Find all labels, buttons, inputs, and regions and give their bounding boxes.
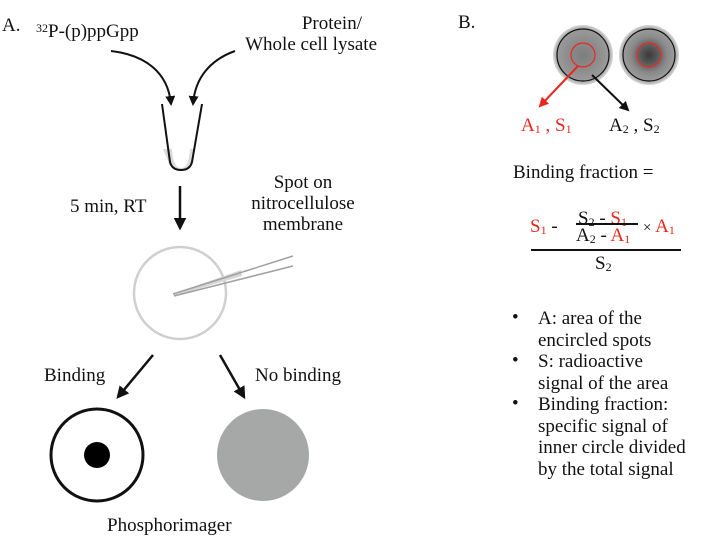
inner-area-label: A1 , S1: [521, 115, 572, 136]
ligand-name: P-(p)ppGpp: [48, 21, 139, 42]
binding-arrow: [116, 354, 154, 399]
inner-area-arrow: [538, 65, 579, 108]
formula-denominator: S2: [595, 253, 612, 274]
note-binding-fraction: • Binding fraction: specific signal of i…: [512, 393, 686, 480]
definitions-list: • A: area of the encircled spots • S: ra…: [510, 307, 686, 480]
bullet-icon: •: [512, 393, 519, 414]
note-signal: • S: radioactive signal of the area: [512, 350, 669, 394]
spot-image-2: [619, 25, 679, 85]
protein-arrow: [188, 50, 236, 106]
formula-inner-denominator: A2 - A1: [576, 225, 631, 246]
incubation-label: 5 min, RT: [70, 196, 147, 217]
spot-image-1: [553, 25, 613, 85]
no-binding-label: No binding: [255, 365, 342, 386]
spot-step-label: Spot on nitrocellulose membrane: [238, 172, 368, 235]
spot-step-line1: Spot on: [273, 172, 333, 193]
bullet-icon: •: [512, 350, 519, 371]
formula-inner-fraction-bar: [576, 223, 638, 225]
pipette-tip-icon: [172, 255, 294, 297]
panel-b-label: B.: [458, 12, 476, 33]
bullet-icon: •: [512, 307, 519, 328]
no-binding-spot: [217, 409, 309, 501]
formula-title: Binding fraction =: [513, 162, 654, 183]
formula-times-a1: × A1: [643, 216, 675, 237]
ligand-arrow: [110, 50, 176, 106]
no-binding-arrow: [218, 354, 246, 400]
spot-step-line3: membrane: [262, 214, 344, 235]
binding-spot-inner: [84, 442, 110, 468]
membrane-circle: [132, 245, 228, 341]
binding-label: Binding: [44, 365, 106, 386]
isotope-superscript: 32: [36, 21, 48, 35]
formula-inner-numerator: S2 - S1: [578, 208, 627, 229]
formula-s1: S1 -: [530, 216, 558, 237]
protein-label-line2: Whole cell lysate: [245, 34, 377, 55]
protein-label-line1: Protein/: [301, 13, 362, 34]
phosphorimager-label: Phosphorimager: [107, 515, 232, 536]
panel-a-label: A.: [2, 15, 21, 36]
reaction-tube-icon: [161, 103, 203, 172]
ligand-label: 32P-(p)ppGpp: [36, 18, 139, 42]
formula-main-fraction-bar: [531, 249, 681, 251]
protein-label: Protein/ Whole cell lysate: [230, 13, 410, 55]
note-area: • A: area of the encircled spots: [512, 307, 652, 351]
outer-area-arrow: [591, 74, 630, 112]
outer-area-label: A2 , S2: [609, 115, 660, 136]
spot-step-line2: nitrocellulose: [251, 193, 355, 214]
